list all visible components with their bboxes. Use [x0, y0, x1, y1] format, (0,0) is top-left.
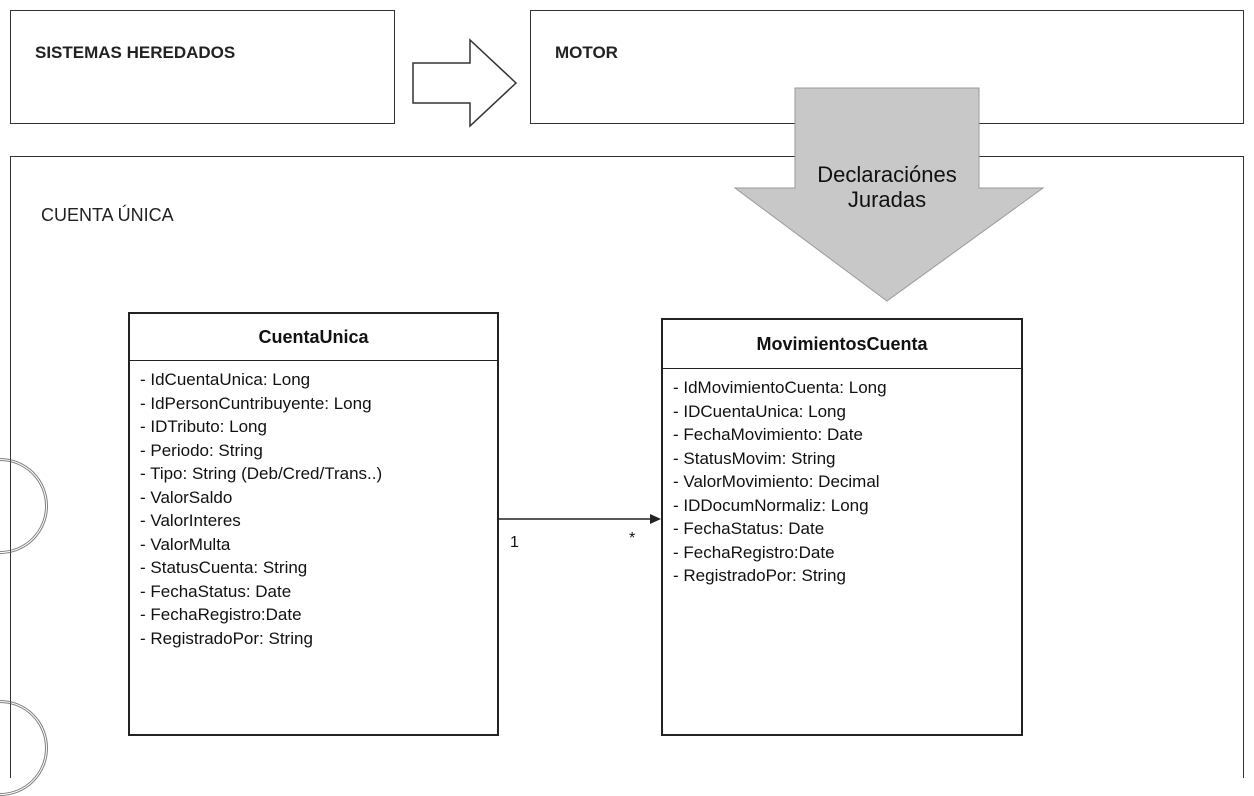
attribute: - FechaStatus: Date [673, 519, 825, 538]
attribute: - FechaRegistro:Date [140, 605, 302, 624]
class-cuentaunica: CuentaUnica - IdCuentaUnica: Long - IdPe… [128, 312, 499, 736]
attribute: - Tipo: String (Deb/Cred/Trans..) [140, 464, 383, 483]
declaraciones-label: Declaraciónes Juradas [795, 162, 979, 212]
declaraciones-label-line2: Juradas [847, 187, 927, 212]
attribute: - FechaMovimiento: Date [673, 425, 863, 444]
declaraciones-label-line1: Declaraciónes [817, 162, 957, 187]
class-cuentaunica-name: CuentaUnica [130, 314, 497, 361]
attribute: - IdMovimientoCuenta: Long [673, 378, 887, 397]
attribute: - IdPersonCuntribuyente: Long [140, 393, 372, 413]
cuenta-unica-title: CUENTA ÚNICA [41, 205, 174, 225]
class-movimientoscuenta-name: MovimientosCuenta [663, 320, 1021, 369]
class-movimientoscuenta: MovimientosCuenta - IdMovimientoCuenta: … [661, 318, 1023, 736]
legacy-systems-box: SISTEMAS HEREDADOS [10, 10, 395, 124]
attribute: - IDTributo: Long [140, 417, 267, 436]
class-cuentaunica-attributes: - IdCuentaUnica: Long - IdPersonCuntribu… [130, 361, 497, 650]
attribute: - ValorInteres [140, 511, 241, 530]
attribute: - IDCuentaUnica: Long [673, 401, 846, 421]
attribute: - RegistradoPor: String [140, 628, 313, 648]
class-movimientoscuenta-attributes: - IdMovimientoCuenta: Long - IDCuentaUni… [663, 369, 1021, 588]
association-arrowhead-icon [650, 514, 661, 524]
right-arrow-icon [412, 38, 518, 128]
attribute: - StatusMovim: String [673, 448, 836, 468]
attribute: - IdCuentaUnica: Long [140, 370, 311, 389]
source-multiplicity: 1 [510, 534, 519, 551]
attribute: - StatusCuenta: String [140, 558, 308, 577]
attribute: - IDDocumNormaliz: Long [673, 495, 869, 515]
attribute: - ValorMovimiento: Decimal [673, 472, 880, 491]
target-multiplicity: * [629, 530, 636, 547]
attribute: - ValorMulta [140, 534, 231, 554]
attribute: - ValorSaldo [140, 487, 233, 507]
attribute: - RegistradoPor: String [673, 566, 846, 585]
motor-title: MOTOR [555, 43, 618, 62]
legacy-systems-title: SISTEMAS HEREDADOS [35, 43, 236, 62]
attribute: - FechaRegistro:Date [673, 542, 835, 562]
attribute: - Periodo: String [140, 440, 263, 460]
declaraciones-down-arrow [733, 87, 1045, 302]
attribute: - FechaStatus: Date [140, 581, 292, 601]
